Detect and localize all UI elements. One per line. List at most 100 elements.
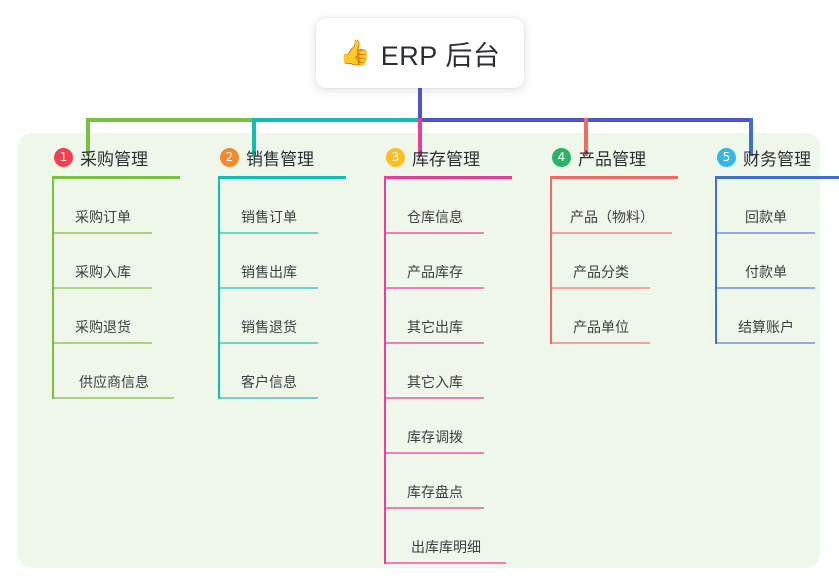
leaf-item-underline	[552, 287, 650, 289]
leaf-item-underline	[386, 232, 484, 234]
leaf-item[interactable]: 出库库明细	[386, 509, 506, 564]
leaf-item-underline	[386, 452, 484, 454]
leaf-item[interactable]: 销售订单	[220, 179, 318, 234]
column-spine-3	[384, 179, 386, 564]
column-title-3: 库存管理	[412, 149, 480, 169]
column-3: 3 库存管理仓库信息产品库存其它出库其它入库库存调拨库存盘点出库库明细	[366, 144, 532, 564]
connector-bus-teal	[253, 118, 421, 122]
leaf-item-label: 销售订单	[241, 209, 297, 225]
leaf-item-label: 采购订单	[75, 209, 131, 225]
leaf-item[interactable]: 产品单位	[552, 289, 650, 344]
leaf-item[interactable]: 付款单	[717, 234, 815, 289]
leaf-item-underline	[386, 397, 484, 399]
column-badge-4: 4	[552, 147, 571, 167]
root-node-card[interactable]: 👍 ERP 后台	[316, 18, 524, 88]
column-body-1: 采购订单采购入库采购退货供应商信息	[52, 179, 200, 399]
column-title-4: 产品管理	[578, 149, 646, 169]
connector-drop-5	[749, 118, 753, 156]
leaf-item-label: 客户信息	[241, 374, 297, 390]
leaf-item-label: 供应商信息	[79, 374, 149, 390]
leaf-item-underline	[552, 232, 672, 234]
leaf-item-underline	[220, 342, 318, 344]
leaf-item[interactable]: 结算账户	[717, 289, 815, 344]
connector-drop-1	[86, 118, 90, 156]
leaf-item-underline	[220, 397, 318, 399]
column-badge-1: 1	[54, 147, 73, 167]
leaf-item[interactable]: 库存调拨	[386, 399, 484, 454]
column-spine-4	[550, 179, 552, 344]
leaf-item-label: 产品（物料）	[570, 209, 654, 225]
leaf-item[interactable]: 产品库存	[386, 234, 484, 289]
thumbs-up-icon: 👍	[339, 38, 371, 67]
leaf-item-label: 结算账户	[738, 319, 794, 335]
column-spine-5	[715, 179, 717, 344]
leaf-item[interactable]: 产品分类	[552, 234, 650, 289]
leaf-item-label: 库存调拨	[407, 429, 463, 445]
leaf-item[interactable]: 其它入库	[386, 344, 484, 399]
column-badge-5: 5	[717, 147, 736, 167]
column-spine-2	[218, 179, 220, 399]
leaf-item[interactable]: 仓库信息	[386, 179, 484, 234]
column-header-3[interactable]: 3 库存管理	[366, 144, 532, 170]
leaf-item-underline	[54, 397, 174, 399]
leaf-item-underline	[386, 562, 506, 564]
leaf-item-underline	[220, 232, 318, 234]
column-underline-5	[715, 176, 839, 179]
leaf-item-label: 出库库明细	[411, 539, 481, 555]
connector-stem-root	[418, 88, 422, 122]
leaf-item-underline	[386, 342, 484, 344]
leaf-item-label: 库存盘点	[407, 484, 463, 500]
leaf-item[interactable]: 销售出库	[220, 234, 318, 289]
column-badge-3: 3	[386, 147, 405, 167]
leaf-item-underline	[552, 342, 650, 344]
leaf-item-underline	[54, 342, 152, 344]
leaf-item-label: 采购退货	[75, 319, 131, 335]
column-underline-2	[218, 176, 346, 179]
column-title-1: 采购管理	[80, 149, 148, 169]
leaf-item-underline	[54, 232, 152, 234]
column-header-4[interactable]: 4 产品管理	[532, 144, 698, 170]
leaf-item-underline	[717, 287, 815, 289]
leaf-item-label: 销售出库	[241, 264, 297, 280]
leaf-item[interactable]: 产品（物料）	[552, 179, 672, 234]
column-spine-1	[52, 179, 54, 399]
connector-drop-2	[252, 118, 256, 156]
column-underline-3	[384, 176, 512, 179]
leaf-item[interactable]: 回款单	[717, 179, 815, 234]
column-header-1[interactable]: 1 采购管理	[34, 144, 200, 170]
leaf-item[interactable]: 采购入库	[54, 234, 152, 289]
root-title: ERP 后台	[380, 40, 501, 71]
column-underline-4	[550, 176, 678, 179]
diagram-panel	[18, 133, 820, 568]
leaf-item[interactable]: 客户信息	[220, 344, 318, 399]
leaf-item-underline	[386, 507, 484, 509]
leaf-item-label: 回款单	[745, 209, 787, 225]
connector-drop-3	[418, 118, 422, 156]
column-body-3: 仓库信息产品库存其它出库其它入库库存调拨库存盘点出库库明细	[384, 179, 532, 564]
leaf-item-label: 仓库信息	[407, 209, 463, 225]
leaf-item[interactable]: 销售退货	[220, 289, 318, 344]
leaf-item-label: 采购入库	[75, 264, 131, 280]
leaf-item-label: 销售退货	[241, 319, 297, 335]
leaf-item-underline	[717, 342, 815, 344]
connector-bus-green	[88, 118, 255, 122]
column-header-5[interactable]: 5 财务管理	[697, 144, 839, 170]
column-1: 1 采购管理采购订单采购入库采购退货供应商信息	[34, 144, 200, 399]
leaf-item-underline	[54, 287, 152, 289]
leaf-item-label: 产品单位	[573, 319, 629, 335]
leaf-item[interactable]: 供应商信息	[54, 344, 174, 399]
column-body-2: 销售订单销售出库销售退货客户信息	[218, 179, 366, 399]
leaf-item-label: 付款单	[745, 264, 787, 280]
leaf-item-label: 产品库存	[407, 264, 463, 280]
column-5: 5 财务管理回款单付款单结算账户	[697, 144, 839, 344]
leaf-item[interactable]: 其它出库	[386, 289, 484, 344]
leaf-item[interactable]: 库存盘点	[386, 454, 484, 509]
leaf-item[interactable]: 采购订单	[54, 179, 152, 234]
root-node-content: 👍 ERP 后台	[340, 34, 501, 73]
column-body-5: 回款单付款单结算账户	[715, 179, 839, 344]
leaf-item-label: 其它入库	[407, 374, 463, 390]
column-title-5: 财务管理	[743, 149, 811, 169]
leaf-item[interactable]: 采购退货	[54, 289, 152, 344]
